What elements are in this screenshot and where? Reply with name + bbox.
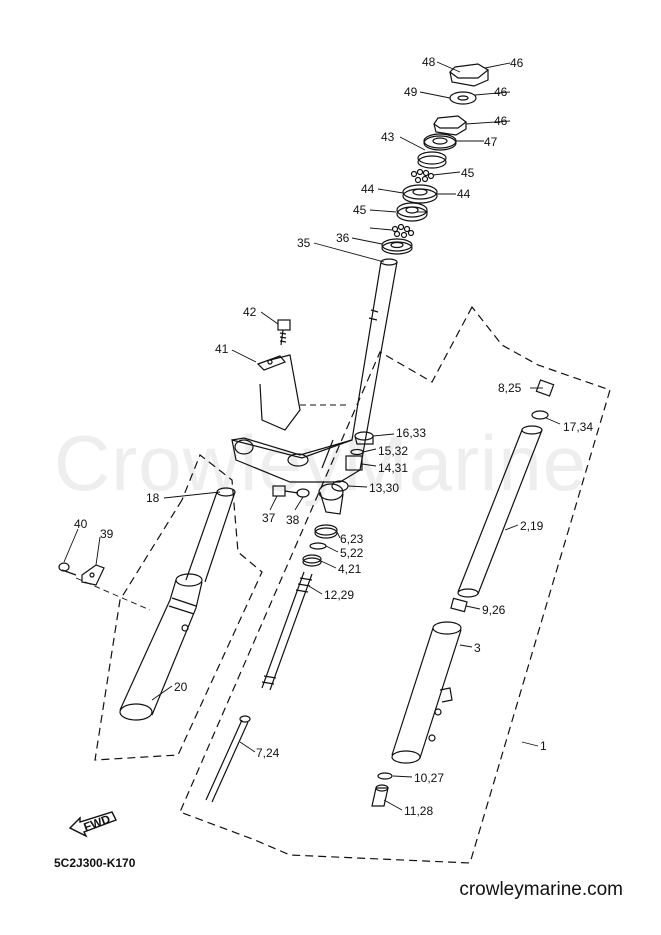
callout-10-27: 10,27: [414, 771, 444, 785]
callout-4-21: 4,21: [338, 562, 362, 576]
callout-13-30: 13,30: [369, 481, 399, 495]
ring-15-32: [350, 448, 364, 456]
right-fork-group-outline: [179, 305, 611, 864]
callout-49: 49: [404, 85, 418, 99]
balls-45a: [410, 168, 435, 184]
callout-45: 45: [461, 166, 475, 180]
callout-47: 47: [484, 135, 498, 149]
callout-1: 1: [540, 739, 547, 753]
callout-6-23: 6,23: [340, 532, 364, 546]
cone-43: [417, 151, 447, 169]
left-inner-tube: [185, 487, 236, 583]
callout-43: 43: [381, 130, 395, 144]
fwd-arrow-icon: [68, 811, 117, 838]
callout-46: 46: [510, 56, 524, 70]
left-outer-tube-20: [119, 573, 203, 721]
rod-7-24: [205, 715, 251, 803]
left-fork-group-outline: [94, 454, 263, 761]
callout-40: 40: [74, 517, 88, 531]
bolt-8-25: [535, 379, 555, 397]
callout-48: 48: [422, 55, 436, 69]
balls-45b: [391, 223, 415, 239]
callout-38: 38: [286, 513, 300, 527]
callout-46: 46: [494, 85, 508, 99]
bracket-41: [256, 354, 301, 431]
clamp-39: [81, 564, 105, 586]
diagram-code: 5C2J300-K170: [54, 856, 136, 870]
callout-8-25: 8,25: [498, 381, 522, 395]
callout-35: 35: [297, 236, 311, 250]
callout-14-31: 14,31: [378, 461, 408, 475]
callout-15-32: 15,32: [378, 444, 408, 458]
steering-stem-35: [231, 258, 398, 515]
callout-17-34: 17,34: [563, 420, 593, 434]
bolt-42: [277, 319, 291, 346]
callout-12-29: 12,29: [324, 588, 354, 602]
callout-42: 42: [243, 305, 257, 319]
washer-49: [449, 91, 477, 105]
washer-10-27: [377, 772, 393, 780]
circlip-5-22: [309, 542, 327, 550]
callout-7-24: 7,24: [256, 746, 280, 760]
fwd-label: FWD: [82, 812, 113, 835]
callout-3: 3: [474, 641, 481, 655]
seal-16-33: [354, 431, 374, 445]
callout-18: 18: [146, 491, 160, 505]
race-44a: [402, 184, 438, 204]
callout-2-19: 2,19: [520, 519, 544, 533]
callout-46: 46: [494, 114, 508, 128]
callout-44: 44: [361, 182, 375, 196]
callout-37: 37: [262, 511, 276, 525]
callout-36: 36: [336, 231, 350, 245]
callout-16-33: 16,33: [396, 426, 426, 440]
bush-9-26: [450, 597, 468, 613]
callout-20: 20: [174, 680, 188, 694]
seal-36: [381, 238, 413, 255]
callout-9-26: 9,26: [482, 603, 506, 617]
race-44b: [396, 202, 428, 222]
nut-46c: [433, 115, 467, 136]
bolt-40: [58, 562, 77, 576]
outer-tube-3: [391, 621, 462, 764]
nut-14-31: [345, 455, 363, 471]
callout-45: 45: [353, 203, 367, 217]
washer-38: [296, 488, 310, 498]
inner-tube-2-19: [457, 425, 543, 598]
race-47: [423, 133, 457, 151]
bolt-11-28: [371, 784, 389, 807]
callout-44: 44: [457, 187, 471, 201]
website-link[interactable]: crowleymarine.com: [459, 879, 623, 900]
callout-11-28: 11,28: [404, 804, 433, 818]
spring-12-29: [261, 571, 313, 691]
locknut-48: [449, 63, 490, 87]
bush-4-21: [302, 554, 322, 567]
circlip-17-34: [531, 410, 549, 420]
callout-5-22: 5,22: [340, 546, 364, 560]
callout-41: 41: [215, 342, 229, 356]
bolt-37: [272, 485, 299, 497]
callout-39: 39: [100, 527, 114, 541]
leader-lines: [63, 61, 561, 811]
callout-labels: 48 46 49 46 46 43 47 45 44 44 45 36 35 4…: [74, 55, 593, 818]
seal-6-23: [314, 524, 338, 539]
